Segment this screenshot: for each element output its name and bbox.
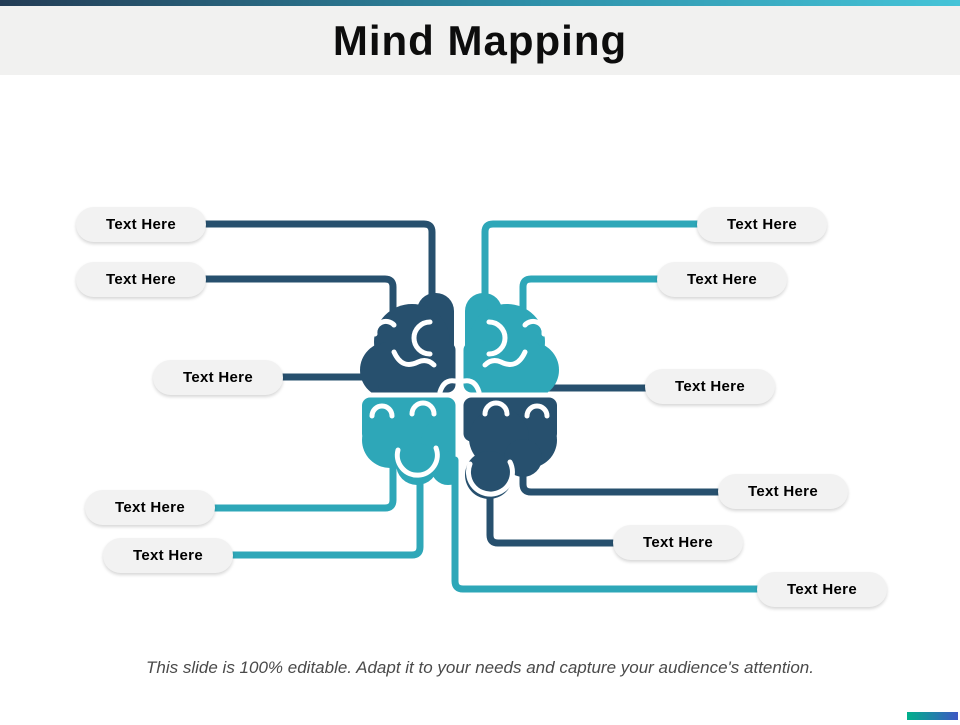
node-label-text: Text Here [643, 534, 713, 551]
node-label-left-5[interactable]: Text Here [103, 538, 233, 573]
node-label-text: Text Here [675, 378, 745, 395]
node-label-right-2[interactable]: Text Here [657, 262, 787, 297]
slide-header: Mind Mapping [0, 6, 960, 75]
node-label-text: Text Here [748, 483, 818, 500]
node-label-text: Text Here [183, 369, 253, 386]
node-label-left-4[interactable]: Text Here [85, 490, 215, 525]
footer-note: This slide is 100% editable. Adapt it to… [146, 658, 814, 677]
node-label-text: Text Here [133, 547, 203, 564]
node-label-right-5[interactable]: Text Here [613, 525, 743, 560]
node-label-text: Text Here [727, 216, 797, 233]
node-label-left-2[interactable]: Text Here [76, 262, 206, 297]
node-label-left-3[interactable]: Text Here [153, 360, 283, 395]
node-label-text: Text Here [787, 581, 857, 598]
node-label-right-1[interactable]: Text Here [697, 207, 827, 242]
connector-lines [196, 220, 819, 593]
node-label-text: Text Here [687, 271, 757, 288]
node-label-right-6[interactable]: Text Here [757, 572, 887, 607]
corner-accent-bar [907, 712, 958, 720]
page-title: Mind Mapping [332, 16, 628, 64]
node-label-left-1[interactable]: Text Here [76, 207, 206, 242]
header-accent-strip [0, 0, 960, 6]
node-label-right-3[interactable]: Text Here [645, 369, 775, 404]
node-label-text: Text Here [106, 271, 176, 288]
brain-icon [360, 293, 559, 499]
node-label-text: Text Here [106, 216, 176, 233]
node-label-text: Text Here [115, 499, 185, 516]
node-label-right-4[interactable]: Text Here [718, 474, 848, 509]
